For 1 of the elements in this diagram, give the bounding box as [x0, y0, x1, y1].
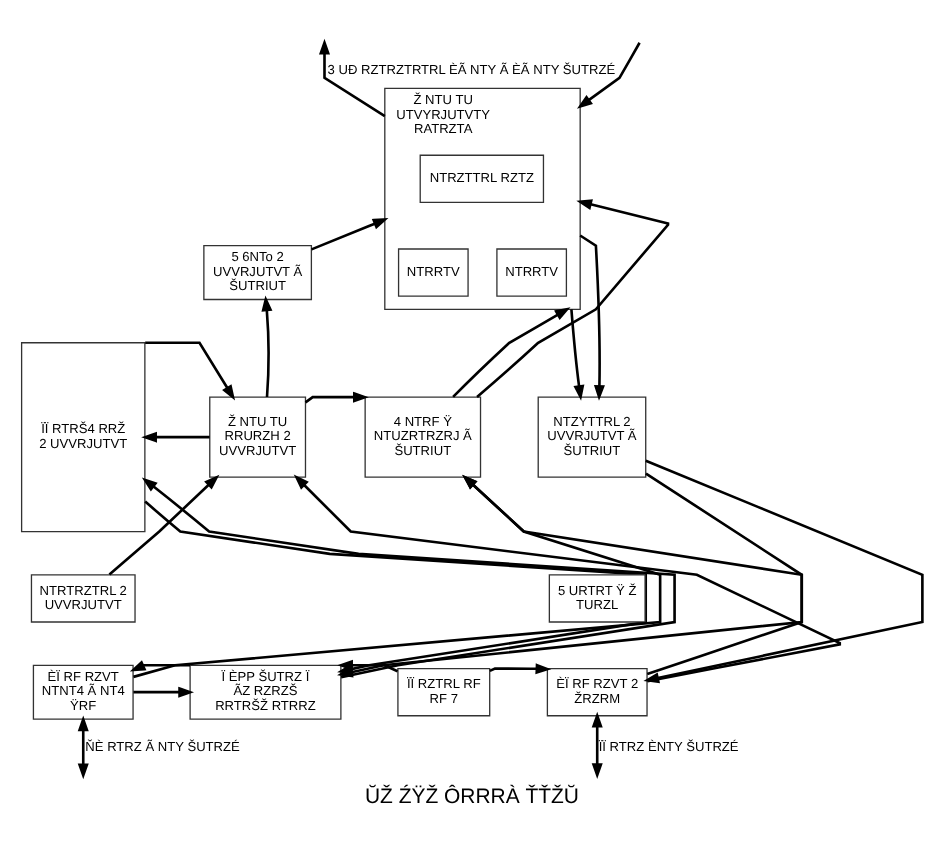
caption: ŬŽ ŹŸŽ ÔRRRÀ ŤŤŽŬ	[364, 785, 580, 808]
